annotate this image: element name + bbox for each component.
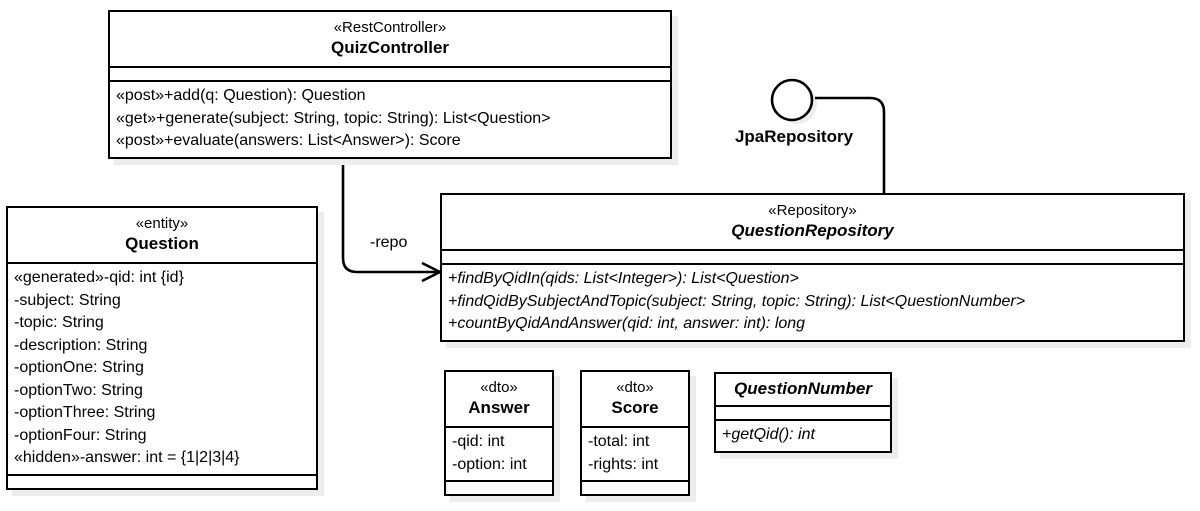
attribute-item: -total: int [588, 433, 650, 450]
attributes-compartment-score: -total: int -rights: int [582, 426, 688, 480]
provided-interface-label: JpaRepository [734, 127, 854, 146]
class-box-quizcontroller[interactable]: «RestController» QuizController «post»+a… [108, 10, 672, 159]
operation-item: «post»+evaluate(answers: List<Answer>): … [116, 132, 461, 149]
attributes-compartment-answer: -qid: int -option: int [446, 426, 552, 480]
class-name: Score [611, 398, 659, 417]
class-stereotype: «dto» [616, 379, 654, 396]
class-header-score: «dto» Score [582, 372, 688, 426]
attribute-item: -qid: int [452, 433, 505, 450]
class-box-score[interactable]: «dto» Score -total: int -rights: int [580, 370, 690, 496]
operation-item: «post»+add(q: Question): Question [116, 87, 366, 104]
class-stereotype: «Repository» [768, 202, 857, 219]
class-name: Answer [468, 398, 530, 417]
operation-item: +findQidBySubjectAndTopic(subject: Strin… [448, 292, 1026, 310]
class-stereotype: «dto» [480, 379, 518, 396]
attribute-item: -optionFour: String [14, 426, 147, 444]
class-header-quizcontroller: «RestController» QuizController [110, 12, 670, 66]
attribute-item: -optionOne: String [14, 359, 144, 376]
operations-compartment-score [582, 480, 688, 494]
attribute-item: -description: String [14, 336, 148, 354]
class-header-question: «entity» Question [8, 208, 316, 262]
operation-item: +findByQidIn(qids: List<Integer>): List<… [448, 270, 799, 287]
attribute-item: «generated»-qid: int {id} [14, 269, 184, 286]
class-box-answer[interactable]: «dto» Answer -qid: int -option: int [444, 370, 554, 496]
operation-item: «get»+generate(subject: String, topic: S… [116, 109, 551, 127]
attribute-item: -rights: int [588, 455, 659, 473]
attributes-compartment-question: «generated»-qid: int {id} -subject: Stri… [8, 262, 316, 474]
attribute-item: -option: int [452, 455, 527, 473]
class-name: QuestionNumber [734, 379, 872, 398]
lollipop-shadow [777, 84, 817, 124]
attribute-item: «hidden»-answer: int = {1|2|3|4} [14, 449, 240, 466]
class-stereotype: «RestController» [333, 19, 447, 36]
class-box-questionnumber[interactable]: QuestionNumber +getQid(): int [714, 372, 892, 453]
operations-compartment-questionnumber: +getQid(): int [716, 419, 890, 451]
operations-compartment-questionrepository: +findByQidIn(qids: List<Integer>): List<… [442, 263, 1183, 340]
attribute-item: -topic: String [14, 314, 104, 331]
attribute-item: -subject: String [14, 291, 121, 309]
open-arrow-icon [421, 262, 442, 282]
class-header-questionnumber: QuestionNumber [716, 374, 890, 405]
attributes-compartment-questionrepository [442, 249, 1183, 263]
attribute-item: -optionThree: String [14, 404, 156, 421]
class-box-questionrepository[interactable]: «Repository» QuestionRepository +findByQ… [440, 193, 1185, 342]
class-stereotype: «entity» [135, 215, 189, 232]
class-name: QuestionRepository [731, 221, 894, 240]
attributes-compartment-quizcontroller [110, 66, 670, 80]
class-name: Question [125, 234, 199, 253]
class-box-question[interactable]: «entity» Question «generated»-qid: int {… [6, 206, 318, 490]
operation-item: +countByQidAndAnswer(qid: int, answer: i… [448, 315, 806, 332]
class-header-answer: «dto» Answer [446, 372, 552, 426]
operations-compartment-question [8, 473, 316, 488]
operations-compartment-answer [446, 480, 552, 494]
association-role-label: -repo [370, 234, 408, 251]
operation-item: +getQid(): int [722, 426, 815, 443]
lollipop-circle-icon [770, 78, 814, 122]
class-name: QuizController [330, 38, 450, 57]
attribute-item: -optionTwo: String [14, 381, 143, 399]
operations-compartment-quizcontroller: «post»+add(q: Question): Question «get»+… [110, 80, 670, 157]
attributes-compartment-questionnumber [716, 405, 890, 419]
association-line-repo [341, 165, 437, 274]
class-header-questionrepository: «Repository» QuestionRepository [442, 195, 1183, 249]
